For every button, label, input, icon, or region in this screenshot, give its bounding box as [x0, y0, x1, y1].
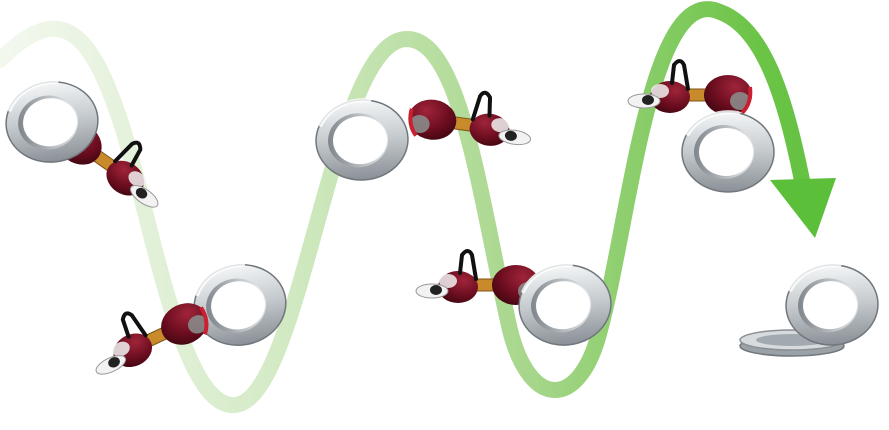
- arrow-head: [770, 178, 836, 238]
- ring-5: [680, 110, 776, 194]
- sine-wave-arrow: [0, 1, 813, 413]
